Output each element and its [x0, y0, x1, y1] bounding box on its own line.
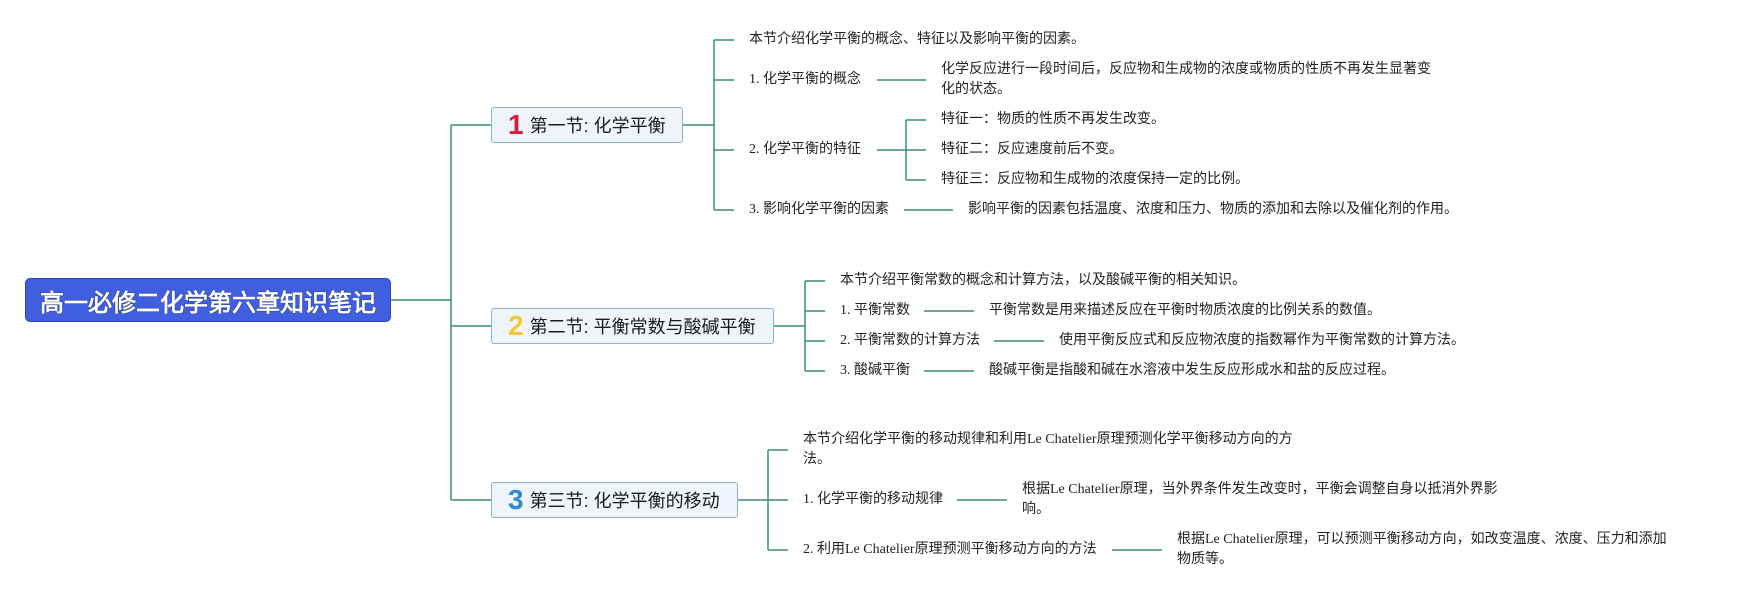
section-title: 第三节: 化学平衡的移动 [529, 491, 720, 511]
section-number-badge: 3 [508, 484, 524, 515]
s2-item-3-detail: 酸碱平衡是指酸和碱在水溶液中发生反应形成水和盐的反应过程。 [989, 363, 1395, 378]
s1-item-2[interactable]: 2. 化学平衡的特征 [749, 142, 861, 157]
s3-item-1[interactable]: 1. 化学平衡的移动规律 [803, 492, 943, 507]
s1-item-2-detail-1: 特征一：物质的性质不再发生改变。 [941, 112, 1165, 127]
section-2-topic[interactable]: 2 第二节: 平衡常数与酸碱平衡 [491, 308, 774, 344]
s3-item-1-detail: 根据Le Chatelier原理，当外界条件发生改变时，平衡会调整自身以抵消外界… [1022, 482, 1498, 517]
connector-section-2 [774, 280, 825, 372]
s2-item-1-detail: 平衡常数是用来描述反应在平衡时物质浓度的比例关系的数值。 [989, 303, 1381, 318]
s1-item-2-detail-2: 特征二：反应速度前后不变。 [941, 142, 1123, 157]
section-number-badge: 2 [508, 310, 524, 341]
s1-item-3[interactable]: 3. 影响化学平衡的因素 [749, 202, 889, 217]
s3-item-2[interactable]: 2. 利用Le Chatelier原理预测平衡移动方向的方法 [803, 542, 1097, 557]
s1-item-1-detail: 化学反应进行一段时间后，反应物和生成物的浓度或物质的性质不再发生显著变化的状态。 [941, 62, 1431, 97]
s1-item-1[interactable]: 1. 化学平衡的概念 [749, 72, 861, 87]
root-title: 高一必修二化学第六章知识笔记 [40, 289, 376, 317]
section-1-intro: 本节介绍化学平衡的概念、特征以及影响平衡的因素。 [749, 32, 1085, 47]
section-2-intro: 本节介绍平衡常数的概念和计算方法，以及酸碱平衡的相关知识。 [840, 273, 1246, 288]
s1-item-2-detail-3: 特征三：反应物和生成物的浓度保持一定的比例。 [941, 172, 1249, 187]
s2-item-2[interactable]: 2. 平衡常数的计算方法 [840, 333, 980, 348]
section-3-intro: 本节介绍化学平衡的移动规律和利用Le Chatelier原理预测化学平衡移动方向… [803, 432, 1293, 467]
connector-s1-i2 [877, 119, 926, 181]
s1-item-3-detail: 影响平衡的因素包括温度、浓度和压力、物质的添加和去除以及催化剂的作用。 [968, 202, 1458, 217]
connector-section-3 [738, 449, 788, 551]
connector-section-1 [683, 39, 734, 211]
section-title: 第一节: 化学平衡 [529, 116, 666, 136]
s3-item-2-detail: 根据Le Chatelier原理，可以预测平衡移动方向，如改变温度、浓度、压力和… [1177, 532, 1667, 567]
s2-item-2-detail: 使用平衡反应式和反应物浓度的指数幂作为平衡常数的计算方法。 [1059, 333, 1465, 348]
section-3-topic[interactable]: 3 第三节: 化学平衡的移动 [491, 482, 738, 518]
section-1-topic[interactable]: 1 第一节: 化学平衡 [491, 107, 683, 143]
s2-item-1[interactable]: 1. 平衡常数 [840, 303, 910, 318]
root-topic[interactable]: 高一必修二化学第六章知识笔记 [25, 278, 391, 322]
section-title: 第二节: 平衡常数与酸碱平衡 [529, 317, 756, 337]
connector-root [391, 124, 491, 501]
s2-item-3[interactable]: 3. 酸碱平衡 [840, 363, 910, 378]
section-number-badge: 1 [508, 109, 524, 140]
